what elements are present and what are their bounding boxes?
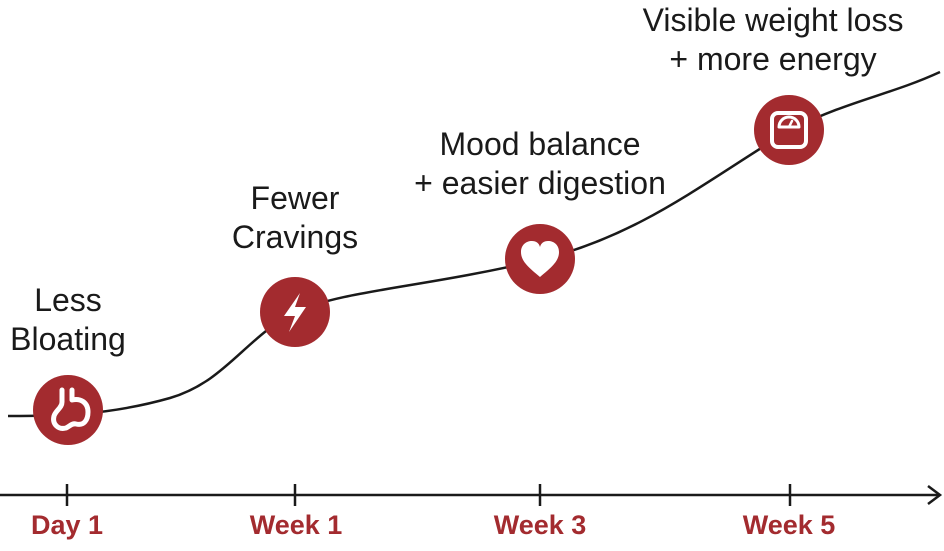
milestone-marker-week-5 <box>754 95 824 165</box>
milestone-caption-week-5: Visible weight loss + more energy <box>643 1 904 79</box>
caption-line: Less <box>34 282 102 318</box>
lightning-bolt-icon <box>284 293 306 332</box>
milestone-caption-week-3: Mood balance + easier digestion <box>414 125 666 203</box>
caption-line: Cravings <box>231 219 359 255</box>
caption-line: + more energy <box>669 41 877 77</box>
axis-arrow-icon <box>927 485 943 505</box>
milestone-marker-day-1 <box>33 375 103 445</box>
milestone-caption-week-1: Fewer Cravings <box>232 179 358 257</box>
caption-line: + easier digestion <box>414 165 666 201</box>
milestone-marker-week-3 <box>505 224 575 294</box>
tick-label-day-1: Day 1 <box>30 510 104 540</box>
milestone-marker-week-1 <box>260 277 330 347</box>
milestone-caption-day-1: Less Bloating <box>10 281 126 359</box>
scale-icon <box>770 111 808 149</box>
tick-label-week-1: Week 1 <box>249 510 343 540</box>
tick-label-week-3: Week 3 <box>493 510 587 540</box>
stomach-icon <box>51 387 91 431</box>
caption-line: Fewer <box>250 180 340 216</box>
caption-line: Visible weight loss <box>642 2 904 38</box>
caption-line: Mood balance <box>439 126 641 162</box>
tick-label-week-5: Week 5 <box>742 510 836 540</box>
heart-icon <box>521 241 559 277</box>
caption-line: Bloating <box>10 321 126 357</box>
